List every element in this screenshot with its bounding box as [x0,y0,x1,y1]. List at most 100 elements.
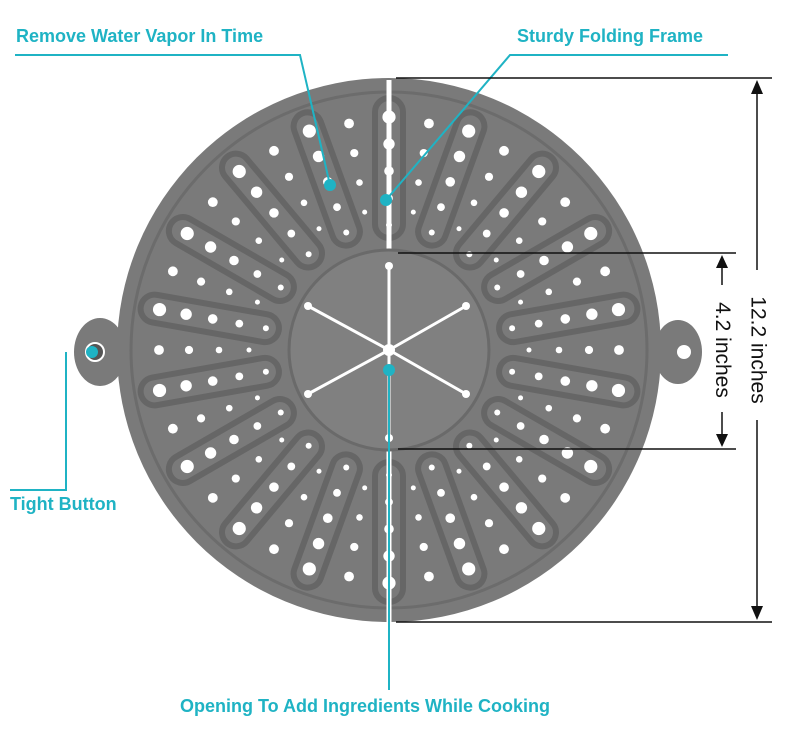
vent-hole [466,251,473,258]
vent-hole [611,383,626,398]
vent-hole [560,492,571,503]
vent-hole [532,164,546,179]
vent-hole [167,423,178,434]
petal-ridge [219,150,326,271]
button-leader [10,352,67,491]
vent-hole [231,217,240,226]
petal-pattern [137,95,641,605]
vent-hole [196,414,206,423]
vent-hole [445,513,456,524]
vent-hole [152,383,167,398]
vent-hole [539,255,549,266]
vent-hole [350,148,359,158]
petal-ridge [481,214,613,304]
vent-hole [538,217,547,226]
vent-hole [229,434,239,445]
petal-ridge [290,451,363,591]
vent-hole [322,513,333,524]
vent-hole [232,521,246,536]
petal-ridge [137,291,282,346]
vent-hole [428,464,435,471]
vent-hole [415,514,422,521]
vent-hole [215,346,223,354]
petal-ridge [452,429,559,550]
vent-hole [235,372,244,381]
vent-hole [302,562,316,576]
vent-hole [586,308,598,320]
opening-dot [383,364,395,376]
vent-hole [560,197,571,208]
vent-hole [207,492,218,503]
vent-hole [545,404,553,412]
vent-hole [180,380,192,392]
vent-hole [255,237,263,245]
vent-hole [180,226,194,241]
vapor-dot [324,179,336,191]
vent-hole [350,542,359,552]
petal-ridge [137,354,282,409]
vent-hole [484,519,494,528]
vent-hole [499,208,509,218]
vent-hole [515,455,523,463]
vent-hole [312,537,325,550]
vent-hole [437,488,445,497]
vent-hole [279,257,285,263]
vent-hole [572,277,582,286]
vent-hole [305,442,312,449]
vent-hole [509,325,516,332]
vent-hole [470,493,478,501]
vent-hole [362,485,368,491]
vent-hole [180,459,194,474]
petal-ridge [290,109,363,249]
vent-hole [572,414,582,423]
vent-hole [284,519,294,528]
vent-hole [229,255,239,266]
vent-hole [482,462,491,471]
petal-ridge [496,354,641,409]
vent-hole [269,145,279,156]
callout-folding-frame: Sturdy Folding Frame [517,26,704,46]
vent-hole [184,345,194,355]
vent-hole [561,241,574,253]
vent-hole [545,288,553,296]
vent-hole [356,514,363,521]
petal-ridge [481,396,613,486]
vent-hole [462,562,476,576]
vent-hole [614,345,624,355]
vent-hole [534,372,543,381]
vent-hole [470,199,478,207]
vent-hole [586,380,598,392]
vent-hole [269,208,279,218]
vent-hole [516,422,525,430]
vent-hole [410,209,416,215]
vent-hole [419,542,428,552]
vent-hole [456,226,462,232]
vent-hole [231,474,240,483]
vent-hole [518,299,524,305]
vent-hole [207,314,218,324]
vent-hole [466,442,473,449]
vent-hole [560,376,571,386]
vent-hole [560,314,571,324]
vent-hole [611,302,626,317]
vent-hole [410,485,416,491]
vapor-leader [15,54,331,186]
petal-ridge [452,150,559,271]
vent-hole [262,368,269,375]
vent-hole [254,395,260,401]
vent-hole [539,434,549,445]
vent-hole [277,284,284,291]
vent-holes [152,110,626,590]
vent-hole [344,571,354,582]
vent-hole [262,325,269,332]
vent-hole [456,468,462,474]
vent-hole [484,172,494,181]
vent-hole [362,209,368,215]
vent-hole [343,229,350,236]
petal-ridge [415,451,488,591]
vent-hole [250,502,263,514]
vent-hole [300,493,308,501]
vent-hole [515,237,523,245]
vent-hole [269,544,279,555]
